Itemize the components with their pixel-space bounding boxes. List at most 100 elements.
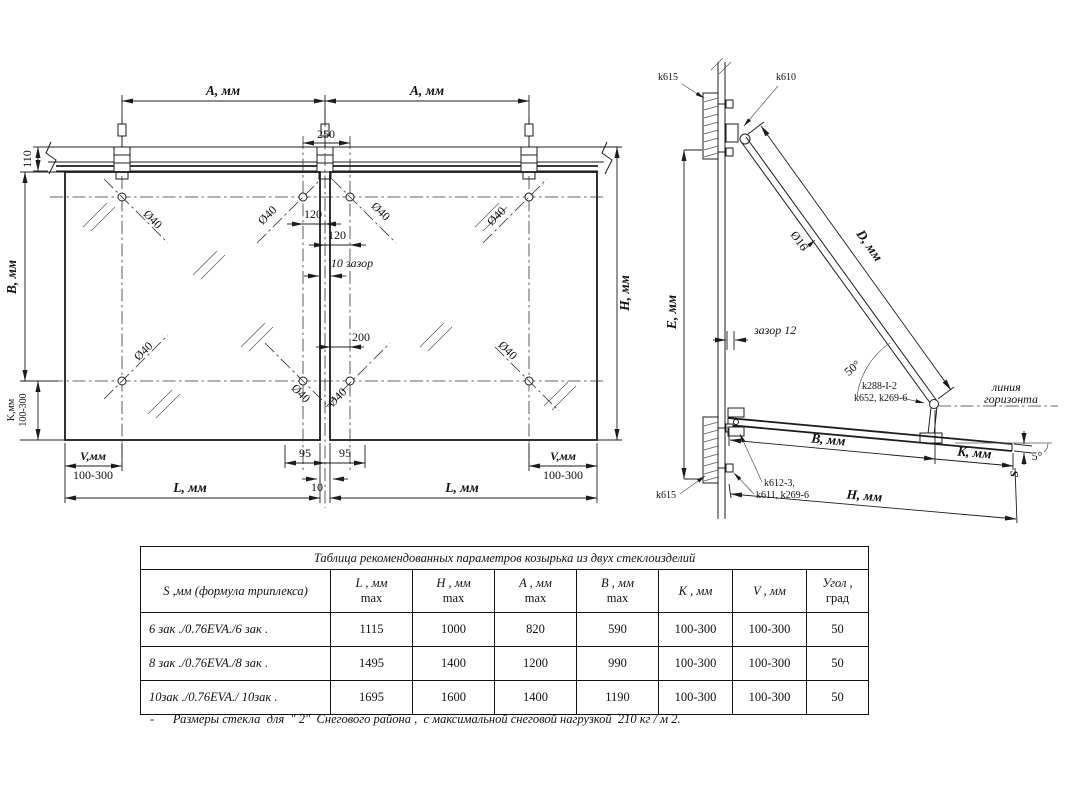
cell-value: 100-300: [658, 646, 733, 681]
angle-label-5: 5°: [1032, 449, 1043, 463]
break-symbol-left: [45, 141, 57, 175]
dim-s: S: [1007, 431, 1033, 477]
col-header-s: S ,мм (формула триплекса): [140, 569, 331, 613]
part-callouts: k615 k610 k612-3, k611, k269-6 k615: [656, 72, 809, 501]
dim-d: D, мм: [747, 121, 955, 400]
centerlines: [50, 108, 606, 508]
dim-dia16: Ø16: [788, 228, 816, 253]
dim-label-120b: 120: [328, 228, 346, 242]
canopy-drawing: Ø40 Ø40 Ø40 Ø40 Ø40 Ø40 Ø40 Ø40 A, мм A,…: [4, 57, 1058, 524]
dim-label-gap10: 10 зазор: [331, 256, 373, 270]
table-row: 10зак ./0.76EVA./ 10зак . 1695 1600 1400…: [140, 680, 870, 715]
dim-label-k-front: K,мм: [6, 398, 17, 421]
angle-label-50: 50°: [841, 357, 863, 379]
dim-a: A, мм A, мм: [121, 83, 530, 120]
col-header-v: V , мм: [732, 569, 807, 613]
part-label-k610: k610: [776, 72, 796, 83]
dim-label-10: 10: [311, 480, 323, 494]
cell-value: 1695: [330, 680, 413, 715]
dim-label-110: 110: [20, 150, 34, 168]
dim-95: 95 95: [284, 445, 366, 468]
cell-value: 1115: [330, 612, 413, 647]
dim-label-d: D, мм: [853, 226, 886, 264]
dim-v-left: V,мм 100-300: [64, 443, 123, 482]
part-label-k652: k652, k269-6: [854, 393, 907, 404]
dim-label-h-side: H, мм: [845, 486, 883, 504]
parameters-table: Таблица рекомендованных параметров козыр…: [139, 546, 870, 715]
dim-label-a-left: A, мм: [205, 83, 240, 98]
hole-diameter-callouts: Ø40 Ø40 Ø40 Ø40 Ø40 Ø40 Ø40 Ø40: [103, 178, 560, 412]
dim-l-left: L, мм: [64, 471, 321, 503]
dim-b-side: B, мм K, мм: [728, 410, 1014, 470]
dim-k-front: K,мм 100-300: [6, 380, 41, 441]
dim-label-v-left-range: 100-300: [73, 468, 113, 482]
glass-panel-left: [64, 171, 321, 441]
dim-10: 10: [302, 443, 348, 503]
cell-value: 590: [576, 612, 659, 647]
cell-value: 1400: [494, 680, 577, 715]
mount-holes: [117, 192, 534, 386]
cell-value: 1495: [330, 646, 413, 681]
dim-110: 110: [20, 146, 48, 172]
dim-200: 200: [316, 330, 370, 350]
dim-angle5: 5°: [955, 442, 1052, 463]
dim-label-v-right-range: 100-300: [543, 468, 583, 482]
hole-dia-label: Ø40: [131, 339, 156, 364]
cell-value: 1200: [494, 646, 577, 681]
glass-clamp-side: [727, 407, 745, 437]
col-header-angle: Угол ,град: [805, 569, 870, 613]
dim-label-120a: 120: [304, 207, 322, 221]
rod-dia-label: Ø16: [788, 228, 811, 253]
dim-h-front: H, мм: [597, 146, 632, 441]
table-title-row: Таблица рекомендованных параметров козыр…: [139, 546, 870, 570]
glass-panel-right: [329, 171, 598, 441]
cell-value: 1400: [412, 646, 495, 681]
part-label-k612: k612-3,: [764, 478, 795, 489]
dim-gap10: 10 зазор: [304, 256, 373, 279]
hole-dia-label: Ø40: [484, 204, 509, 229]
horizon-label-2: горизонта: [984, 392, 1038, 406]
hole-dia-label: Ø40: [289, 381, 314, 406]
col-header-k: K , мм: [658, 569, 733, 613]
cell-value: 100-300: [732, 646, 807, 681]
part-label-k615-top: k615: [658, 72, 678, 83]
cell-value: 820: [494, 612, 577, 647]
joint-callouts: k288-I-2 k652, k269-6: [854, 381, 925, 404]
part-label-k615-bottom: k615: [656, 490, 676, 501]
dim-label-b-front: B, мм: [4, 260, 19, 295]
cell-value: 100-300: [658, 612, 733, 647]
dim-label-95b: 95: [339, 446, 351, 460]
horizon-label-1: линия: [991, 380, 1021, 394]
cell-value: 50: [805, 612, 870, 647]
dim-h-side: H, мм: [728, 467, 1018, 524]
table-row: 6 зак ./0.76EVA./6 зак . 1115 1000 820 5…: [140, 612, 870, 647]
hole-dia-label: Ø40: [141, 207, 166, 232]
cell-formula: 6 зак ./0.76EVA./6 зак .: [140, 612, 331, 647]
dim-e: E, мм: [664, 149, 702, 480]
dim-label-k-range: 100-300: [18, 393, 29, 426]
dim-label-v-right: V,мм: [550, 449, 576, 463]
support-rod: [741, 136, 943, 444]
cell-value: 100-300: [732, 612, 807, 647]
dim-label-v-left: V,мм: [80, 449, 106, 463]
dim-label-a-right: A, мм: [409, 83, 444, 98]
dim-label-250: 250: [317, 127, 335, 141]
dim-120b: 120: [309, 228, 366, 248]
cell-value: 1190: [576, 680, 659, 715]
dim-gap12: зазор 12: [713, 323, 796, 350]
cell-value: 50: [805, 680, 870, 715]
dim-v-right: V,мм 100-300: [528, 443, 598, 503]
glass-marks: [82, 202, 577, 419]
dim-label-l-right: L, мм: [444, 480, 479, 495]
dim-label-k-side: K, мм: [956, 443, 992, 461]
front-view: Ø40 Ø40 Ø40 Ø40 Ø40 Ø40 Ø40 Ø40 A, мм A,…: [4, 83, 632, 508]
dim-label-b-side: B, мм: [810, 430, 846, 448]
cell-value: 50: [805, 646, 870, 681]
dim-label-gap12: зазор 12: [753, 323, 796, 337]
horizon: линия горизонта: [938, 380, 1058, 407]
